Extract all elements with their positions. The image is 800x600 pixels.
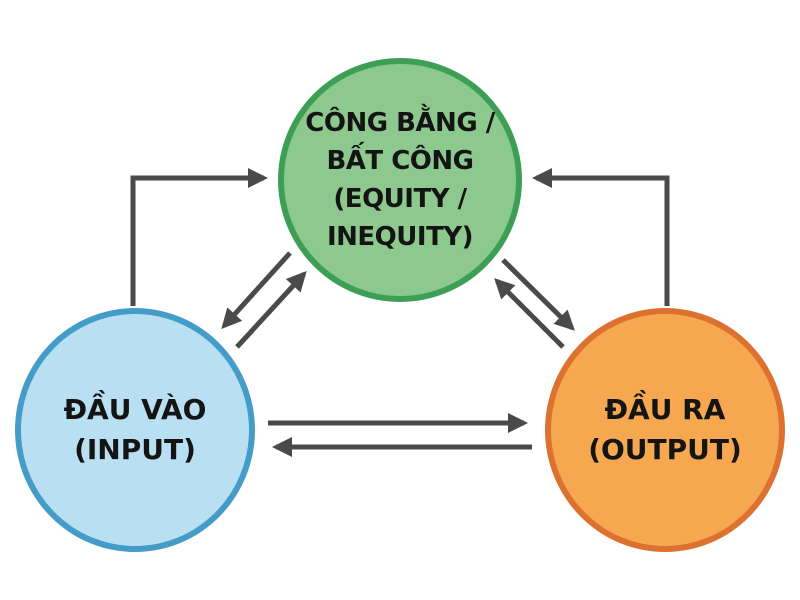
node-input: ĐẦU VÀO (INPUT)	[15, 308, 255, 552]
arrow-input-to-equity-diagonal	[235, 271, 307, 349]
node-input-label-line: (INPUT)	[74, 433, 196, 466]
node-input-label-line: ĐẦU VÀO	[63, 393, 207, 426]
arrow-output-to-equity-elbow	[532, 168, 670, 306]
node-equity: CÔNG BẰNG / BẤT CÔNG (EQUITY / INEQUITY)	[278, 58, 522, 302]
arrow-input-to-equity-elbow	[130, 168, 268, 306]
node-equity-label-line: (EQUITY /	[333, 184, 467, 214]
node-equity-label-line: CÔNG BẰNG /	[305, 108, 495, 138]
arrow-output-to-equity-diagonal	[494, 278, 565, 349]
node-output-label-line: (OUTPUT)	[588, 433, 742, 466]
node-equity-label-line: BẤT CÔNG	[326, 146, 474, 176]
arrow-equity-to-output-diagonal	[501, 258, 575, 331]
node-output: ĐẦU RA (OUTPUT)	[545, 308, 785, 552]
node-output-label-line: ĐẦU RA	[604, 393, 726, 426]
node-equity-label-line: INEQUITY)	[326, 222, 474, 252]
arrow-equity-to-input-diagonal	[221, 251, 292, 329]
